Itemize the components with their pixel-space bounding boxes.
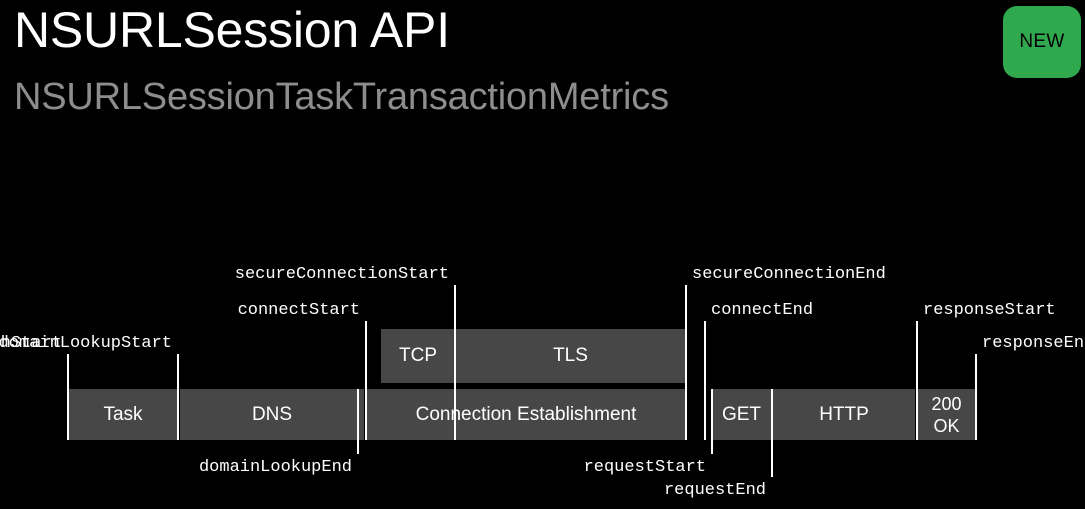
timeline-label-requestEnd: requestEnd	[663, 481, 766, 500]
timeline-segment-tls: TLS	[455, 329, 686, 383]
timeline-segment-dns: DNS	[180, 389, 364, 440]
timeline-tick-connectEnd	[704, 321, 706, 440]
new-badge: NEW	[1003, 6, 1081, 78]
timeline-label-responseEnd: responseEnd	[982, 334, 1085, 353]
timeline-label-secureConnectionStart: secureConnectionStart	[234, 265, 449, 284]
timeline-segment-get: GET	[712, 389, 771, 440]
timeline-segment-connection-establishment: Connection Establishment	[366, 389, 686, 440]
timeline-label-requestStart: requestStart	[583, 458, 706, 477]
page-title: NSURLSession API	[14, 2, 450, 58]
timeline-label-secureConnectionEnd: secureConnectionEnd	[692, 265, 886, 284]
timeline-label-connectStart: connectStart	[237, 301, 360, 320]
timeline-segment-200-ok: 200 OK	[917, 389, 976, 440]
timeline-segment-http: HTTP	[773, 389, 915, 440]
timeline-label-connectEnd: connectEnd	[711, 301, 814, 320]
timeline-tick-domainLookupEnd	[357, 389, 359, 454]
page-subtitle: NSURLSessionTaskTransactionMetrics	[14, 76, 669, 118]
timeline-tick-responseStart	[916, 321, 918, 440]
timeline-tick-requestStart	[711, 389, 713, 454]
timeline-segment-task: Task	[68, 389, 178, 440]
timeline-tick-domainLookupStart	[177, 354, 179, 440]
timeline-tick-responseEnd	[975, 354, 977, 440]
timeline-label-fetchStart: fetchStart	[0, 334, 62, 353]
timeline-tick-fetchStart	[67, 354, 69, 440]
timeline-label-domainLookupStart: domainLookupStart	[0, 334, 172, 353]
timeline-tick-secureConnectionStart	[454, 285, 456, 440]
timeline-tick-secureConnectionEnd	[685, 285, 687, 440]
timeline-segment-tcp: TCP	[381, 329, 455, 383]
timeline-label-domainLookupEnd: domainLookupEnd	[198, 458, 352, 477]
timeline-tick-connectStart	[365, 321, 367, 440]
new-badge-label: NEW	[1019, 31, 1065, 52]
timeline-label-responseStart: responseStart	[923, 301, 1056, 320]
timeline-tick-requestEnd	[771, 389, 773, 477]
